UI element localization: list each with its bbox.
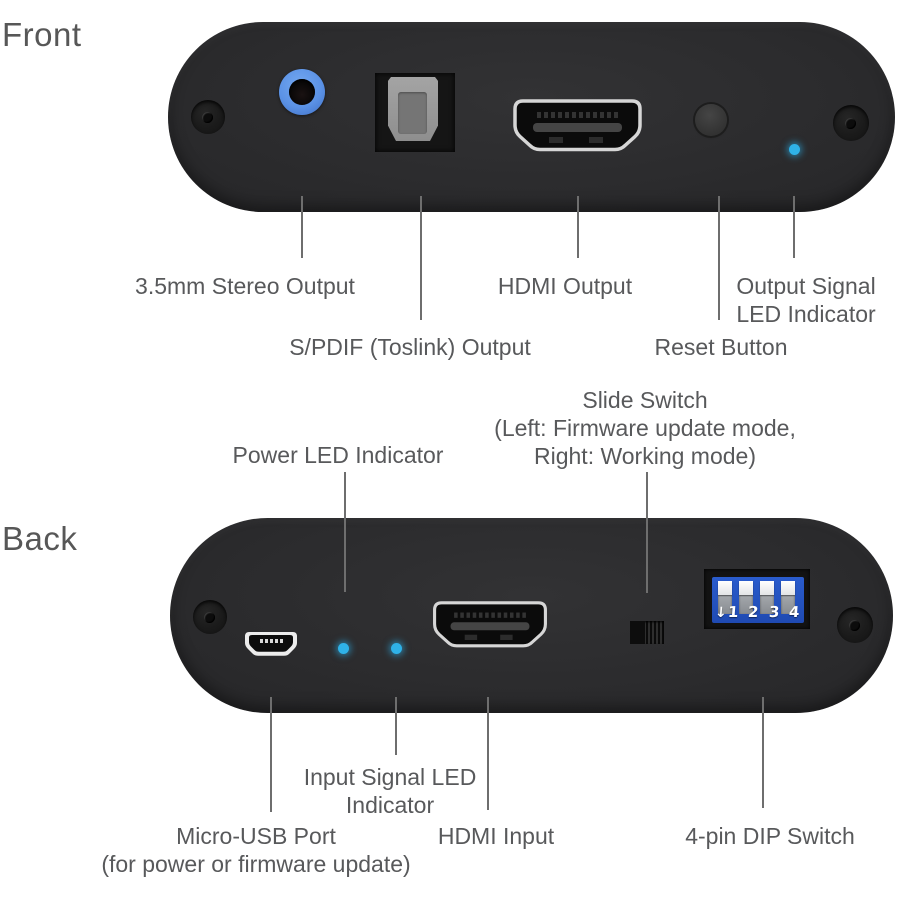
screw-front-left	[191, 100, 225, 134]
leader-dip-switch	[762, 697, 764, 808]
leader-micro-usb	[270, 697, 272, 812]
dip-num-4: 4	[788, 603, 801, 621]
toslink-inner-panel	[398, 92, 427, 134]
dip-switch-pin-3	[760, 581, 774, 614]
leader-slide-switch	[646, 472, 648, 593]
label-micro-usb: Micro-USB Port (for power or firmware up…	[101, 823, 411, 877]
label-stereo-output: 3.5mm Stereo Output	[135, 273, 355, 299]
leader-input-led	[395, 697, 397, 755]
dip-arrow-icon: ↓	[714, 605, 728, 621]
label-hdmi-input: HDMI Input	[437, 823, 555, 849]
leader-reset	[718, 196, 720, 320]
label-input-signal-led: Input Signal LED Indicator	[303, 764, 477, 818]
dip-switch-pin-1	[718, 581, 732, 614]
back-section-title: Back	[2, 520, 78, 557]
hdmi-input-port	[433, 601, 547, 648]
dip-cap-4	[781, 581, 795, 595]
slide-switch-knob	[630, 621, 645, 644]
front-section-title: Front	[2, 16, 82, 53]
screw-back-right	[837, 607, 873, 643]
stereo-jack-port	[279, 69, 325, 115]
leader-hdmi-output	[577, 196, 579, 258]
label-dip-switch: 4-pin DIP Switch	[685, 823, 855, 849]
toslink-door	[388, 77, 438, 141]
stereo-jack-hole	[289, 79, 315, 105]
output-signal-led	[789, 144, 800, 155]
label-spdif-output: S/PDIF (Toslink) Output	[289, 334, 531, 360]
label-hdmi-output: HDMI Output	[497, 273, 633, 299]
dip-num-3: 3	[768, 603, 781, 621]
slide-switch	[630, 621, 664, 644]
dip-switch: ↓ 1 2 3 4	[712, 577, 804, 623]
dip-num-2: 2	[747, 603, 760, 621]
dip-cap-2	[739, 581, 753, 595]
power-led	[338, 643, 349, 654]
label-output-signal-led: Output Signal LED Indicator	[736, 273, 876, 327]
leader-output-led	[793, 196, 795, 258]
leader-hdmi-input	[487, 697, 489, 810]
label-slide-switch: Slide Switch (Left: Firmware update mode…	[494, 387, 796, 469]
micro-usb-port	[245, 632, 297, 656]
dip-switch-pin-2	[739, 581, 753, 614]
dip-switch-pin-4	[781, 581, 795, 614]
screw-front-right	[833, 105, 869, 141]
screw-back-left	[193, 600, 227, 634]
dip-cap-1	[718, 581, 732, 595]
input-signal-led	[391, 643, 402, 654]
leader-power-led	[344, 472, 346, 592]
dip-cap-3	[760, 581, 774, 595]
reset-button	[695, 104, 727, 136]
hdmi-output-port	[513, 99, 642, 152]
leader-stereo	[301, 196, 303, 258]
dip-num-1: 1	[727, 603, 740, 621]
leader-spdif	[420, 196, 422, 320]
dip-switch-recess: ↓ 1 2 3 4	[704, 569, 810, 629]
toslink-port	[375, 73, 455, 152]
label-reset-button: Reset Button	[654, 334, 788, 360]
label-power-led: Power LED Indicator	[232, 442, 444, 468]
